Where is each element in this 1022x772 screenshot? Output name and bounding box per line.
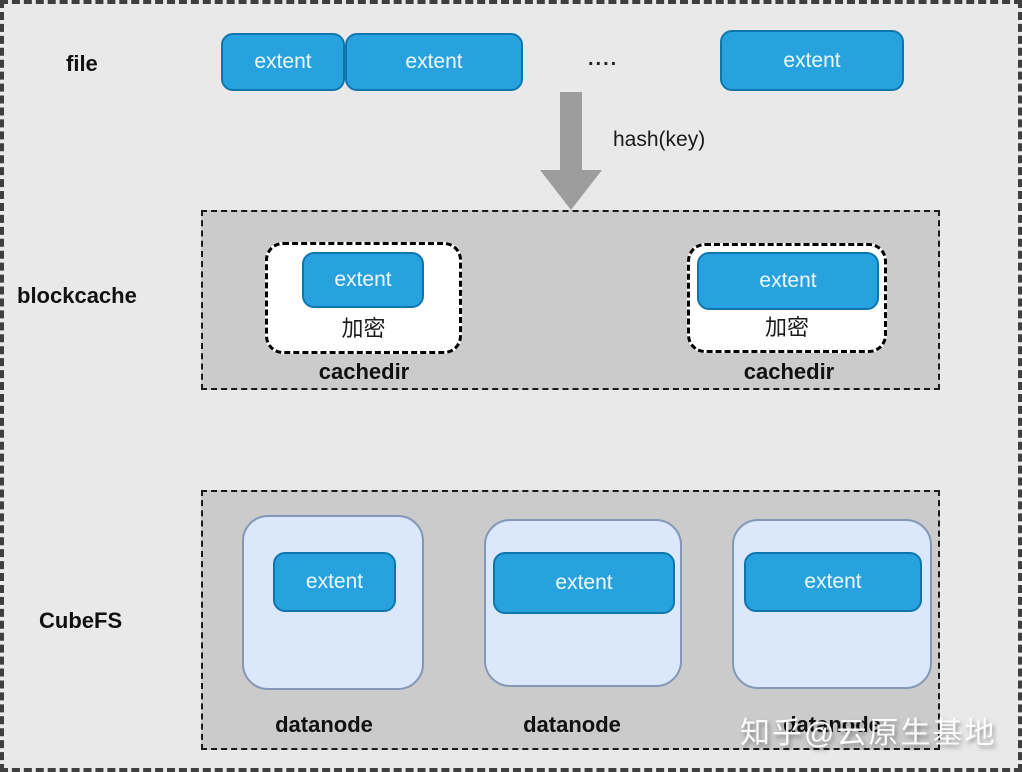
cachedir-box: extent 加密 [265,242,462,354]
blockcache-label: blockcache [17,283,137,308]
datanode-box: extent [732,519,932,689]
cachedir-label: cachedir [743,359,835,384]
ellipsis-dots: .... [588,48,619,70]
datanode-label: datanode [275,712,373,737]
down-arrow-icon [540,92,602,210]
encrypt-label: 加密 [764,315,809,340]
file-label: file [66,51,98,76]
cubefs-label: CubeFS [39,608,123,633]
datanode-box: extent [484,519,682,687]
datanode-label: datanode [523,712,621,737]
cachedir-label: cachedir [318,359,410,384]
extent-block: extent [345,33,523,91]
datanode-box: extent [242,515,424,690]
cachedir-box: extent 加密 [687,243,887,353]
watermark: 知乎@云原生基地 [740,717,997,750]
extent-block: extent [720,30,904,91]
blockcache-section: extent 加密 cachedir extent 加密 cachedir [201,210,940,390]
extent-block: extent [273,552,396,612]
extent-block: extent [302,252,424,308]
hash-key-label: hash(key) [613,128,706,151]
extent-block: extent [697,252,879,310]
extent-block: extent [221,33,345,91]
extent-block: extent [744,552,922,612]
cubefs-section: extent datanode extent datanode extent d… [201,490,940,750]
extent-block: extent [493,552,675,614]
datanode-label: datanode [783,712,881,737]
encrypt-label: 加密 [341,316,386,341]
